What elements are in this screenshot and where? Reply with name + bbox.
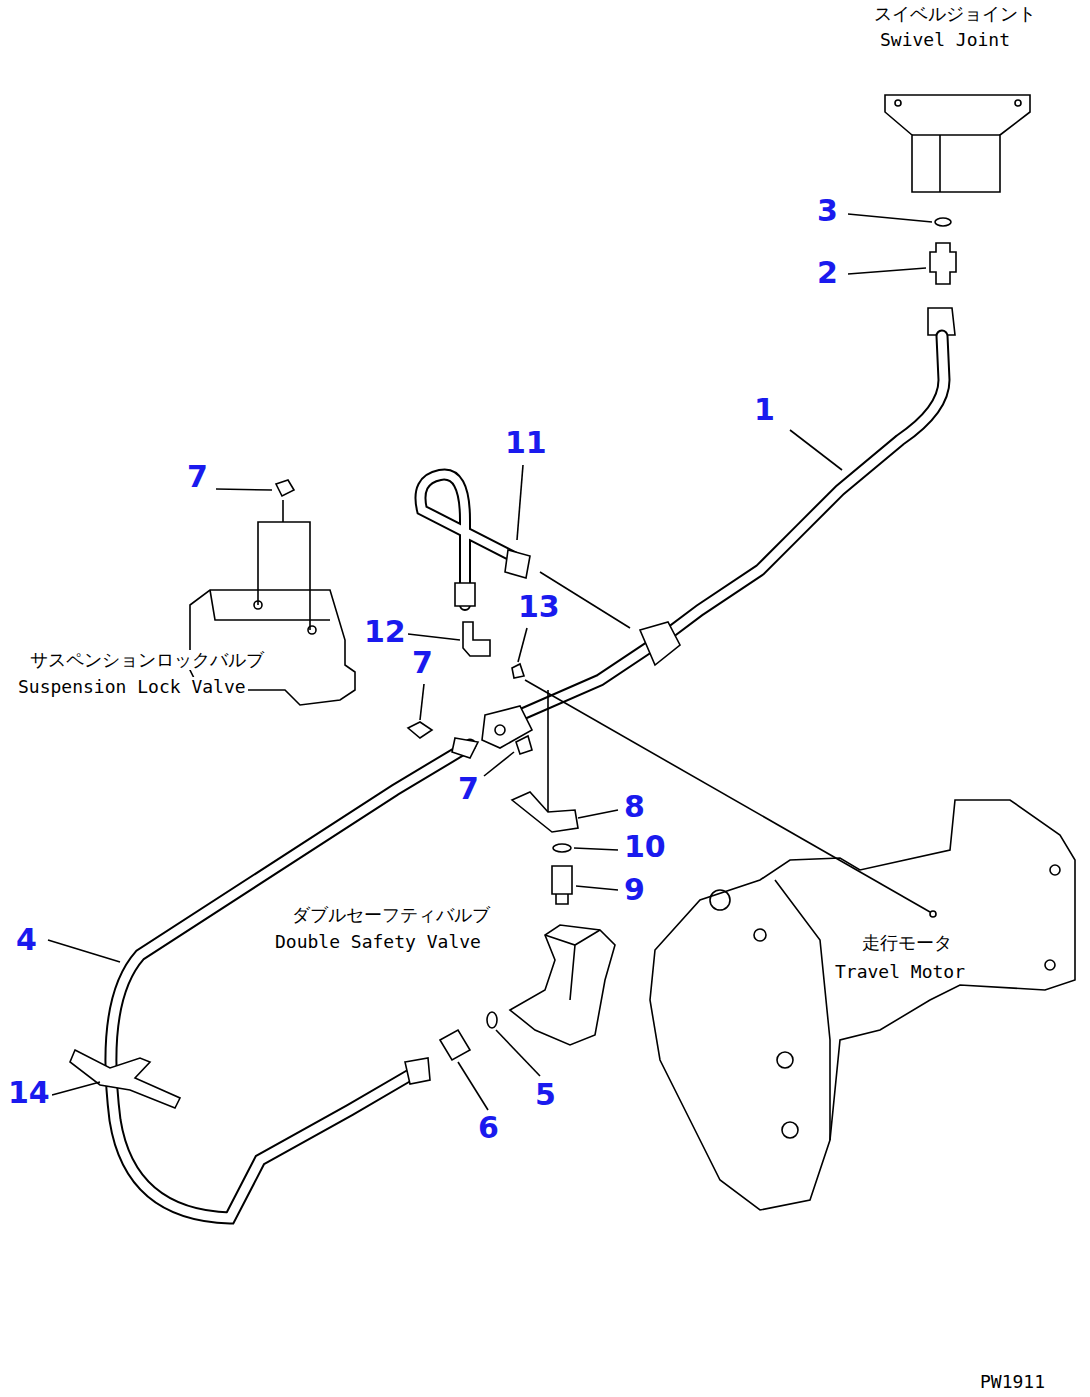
part-name: Swivel Joint [878, 30, 1012, 50]
callout-number: 1 [752, 393, 777, 426]
part-name-jp: ダブルセーフティバルブ [290, 905, 492, 925]
part-name-jp: 走行モータ [860, 933, 954, 953]
callout-number: 3 [815, 194, 840, 227]
callout-number: 8 [622, 790, 647, 823]
callout-number: 7 [185, 460, 210, 493]
callout-number: 7 [456, 772, 481, 805]
drawing-code: PW1911 [978, 1372, 1047, 1392]
callout-number: 13 [516, 590, 562, 623]
callout-number: 12 [362, 615, 408, 648]
callout-number: 2 [815, 256, 840, 289]
callout-number: 11 [503, 426, 549, 459]
callout-number: 9 [622, 873, 647, 906]
callout-number: 7 [410, 646, 435, 679]
part-name: Double Safety Valve [273, 932, 483, 952]
callout-number: 5 [533, 1078, 558, 1111]
callout-number: 10 [622, 830, 668, 863]
part-name-jp: サスペンションロックバルブ [28, 650, 266, 670]
part-name: Suspension Lock Valve [16, 677, 248, 697]
callout-number: 14 [6, 1076, 52, 1109]
callout-number: 4 [14, 923, 39, 956]
part-name-jp: スイベルジョイント [872, 4, 1038, 24]
part-name: Travel Motor [833, 962, 967, 982]
callout-number: 6 [476, 1111, 501, 1144]
